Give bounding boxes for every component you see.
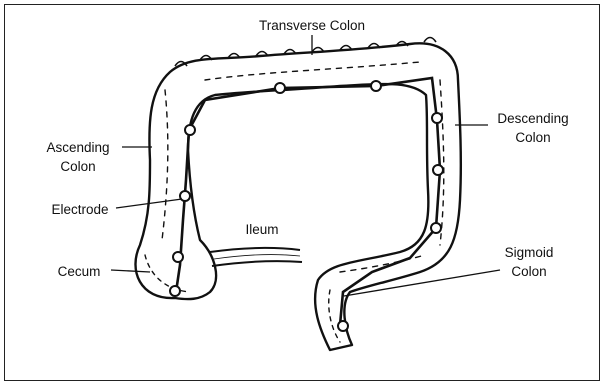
electrode-marker: [170, 286, 180, 296]
label-ascending-colon-2: Colon: [60, 159, 95, 174]
electrode-marker: [173, 252, 183, 262]
leader-cecum: [111, 270, 150, 272]
electrode-marker: [433, 165, 443, 175]
electrode-marker: [432, 113, 442, 123]
electrode-marker: [431, 223, 441, 233]
label-sigmoid-colon-2: Colon: [511, 264, 546, 279]
label-electrode: Electrode: [51, 202, 108, 217]
ileum-tube: [210, 248, 300, 252]
electrode-marker: [185, 125, 195, 135]
label-descending-colon-2: Colon: [515, 130, 550, 145]
electrode-marker: [275, 83, 285, 93]
electrode-marker: [371, 81, 381, 91]
label-transverse-colon: Transverse Colon: [259, 18, 365, 33]
label-ileum: Ileum: [245, 222, 278, 237]
electrode-catheter: [176, 78, 440, 325]
electrodes: [170, 81, 443, 331]
label-ascending-colon: Ascending: [46, 140, 109, 155]
label-sigmoid-colon: Sigmoid: [505, 245, 554, 260]
label-descending-colon: Descending: [497, 111, 568, 126]
label-cecum: Cecum: [58, 264, 101, 279]
electrode-marker: [338, 321, 348, 331]
